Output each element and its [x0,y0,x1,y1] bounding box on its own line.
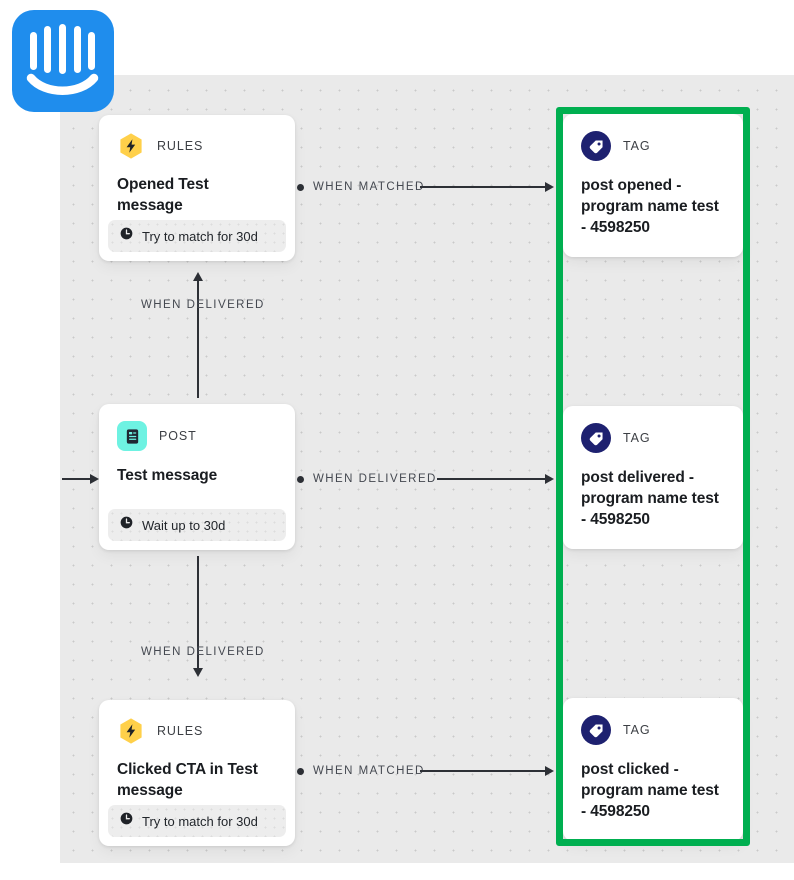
node-card-rules-clicked[interactable]: RULES Clicked CTA in Test message Try to… [99,700,295,846]
clock-icon [120,812,133,830]
card-header: TAG [563,406,743,453]
node-card-post[interactable]: POST Test message Wait up to 30d [99,404,295,550]
node-card-rules-opened[interactable]: RULES Opened Test message Try to match f… [99,115,295,261]
connector-rules-clicked-to-tag-line [420,770,548,772]
card-header: TAG [563,114,743,161]
connector-rules-opened-to-tag-line [420,186,548,188]
clock-icon [120,227,133,245]
card-title: post opened - program name test - 459825… [581,177,719,236]
card-footer: Try to match for 30d [108,805,286,837]
card-kind-label: TAG [623,723,651,737]
card-header: RULES [99,115,295,160]
lightning-bolt-icon [117,132,145,160]
card-title: Opened Test message [117,176,209,214]
connector-rules-opened-to-tag-arrow [545,182,554,192]
card-title: post clicked - program name test - 45982… [581,761,719,820]
tag-icon [581,715,611,745]
card-footer: Try to match for 30d [108,220,286,252]
connector-post-to-tag-line [437,478,548,480]
tag-icon [581,423,611,453]
card-title: Clicked CTA in Test message [117,761,258,799]
connector-rules-clicked-to-tag-arrow [545,766,554,776]
connector-dot-post [297,476,304,483]
tag-card-opened[interactable]: TAG post opened - program name test - 45… [563,114,743,257]
connector-label-when-delivered-right: WHEN DELIVERED [313,473,437,485]
card-header: TAG [563,698,743,745]
connector-post-to-rules-clicked-line [197,556,199,668]
card-footer-label: Try to match for 30d [142,228,258,244]
connector-dot-rules-clicked [297,768,304,775]
card-kind-label: POST [159,429,197,443]
tag-card-delivered[interactable]: TAG post delivered - program name test -… [563,406,743,549]
tag-card-clicked[interactable]: TAG post clicked - program name test - 4… [563,698,743,841]
card-footer-label: Wait up to 30d [142,517,226,533]
card-kind-label: RULES [157,139,204,153]
intercom-logo [12,10,114,112]
card-title: post delivered - program name test - 459… [581,469,719,528]
document-icon [117,421,147,451]
connector-label-when-delivered-up: WHEN DELIVERED [141,299,265,311]
card-kind-label: RULES [157,724,204,738]
connector-post-to-rules-opened-arrow [193,272,203,281]
connector-label-when-matched-bottom: WHEN MATCHED [313,765,425,777]
connector-dot-rules-opened [297,184,304,191]
connector-label-when-delivered-down: WHEN DELIVERED [141,646,265,658]
connector-label-when-matched-top: WHEN MATCHED [313,181,425,193]
connector-post-to-tag-arrow [545,474,554,484]
connector-post-to-rules-opened-line [197,280,199,398]
clock-icon [120,516,133,534]
entry-connector-line [62,478,92,480]
card-header: RULES [99,700,295,745]
card-footer-label: Try to match for 30d [142,813,258,829]
connector-post-to-rules-clicked-arrow [193,668,203,677]
card-footer: Wait up to 30d [108,509,286,541]
card-kind-label: TAG [623,431,651,445]
lightning-bolt-icon [117,717,145,745]
card-kind-label: TAG [623,139,651,153]
card-header: POST [99,404,295,451]
card-title: Test message [117,467,218,484]
tag-icon [581,131,611,161]
entry-connector-arrow [90,474,99,484]
